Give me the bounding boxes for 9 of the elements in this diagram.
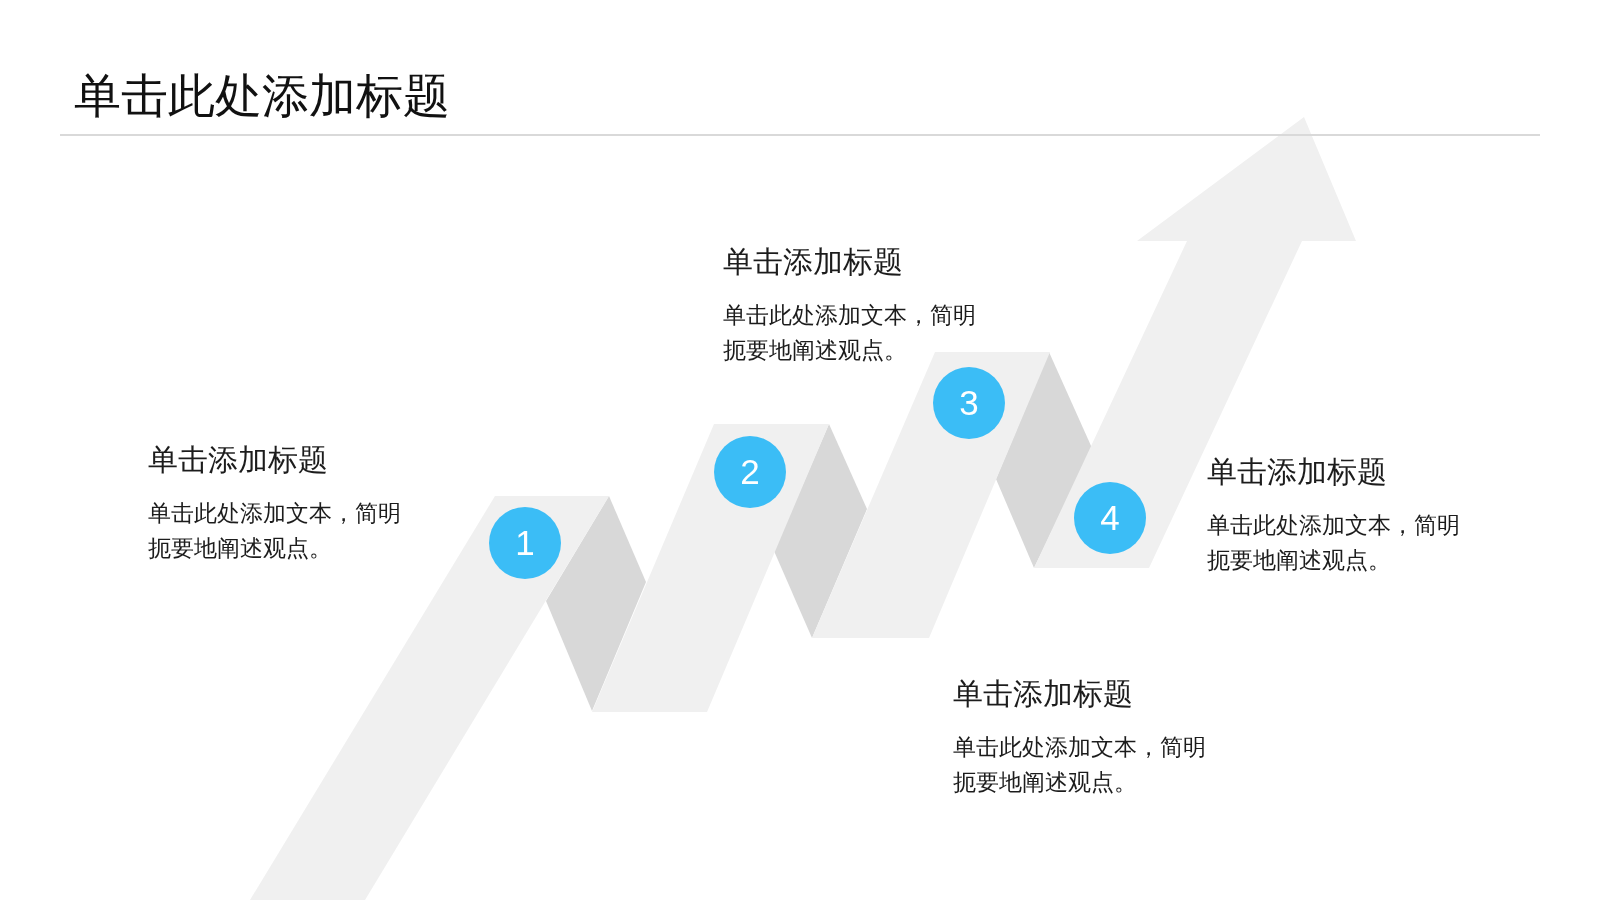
step-description: 单击此处添加文本，简明扼要地阐述观点。 xyxy=(723,301,977,365)
step-description: 单击此处添加文本，简明扼要地阐述观点。 xyxy=(148,499,402,563)
step-heading: 单击添加标题 xyxy=(148,442,328,478)
slide-title: 单击此处添加标题 xyxy=(74,68,450,124)
step-heading: 单击添加标题 xyxy=(953,676,1133,712)
step-description: 单击此处添加文本，简明扼要地阐述观点。 xyxy=(1207,511,1461,575)
step-description: 单击此处添加文本，简明扼要地阐述观点。 xyxy=(953,733,1207,797)
step-heading: 单击添加标题 xyxy=(1207,454,1387,490)
step-heading: 单击添加标题 xyxy=(723,244,903,280)
